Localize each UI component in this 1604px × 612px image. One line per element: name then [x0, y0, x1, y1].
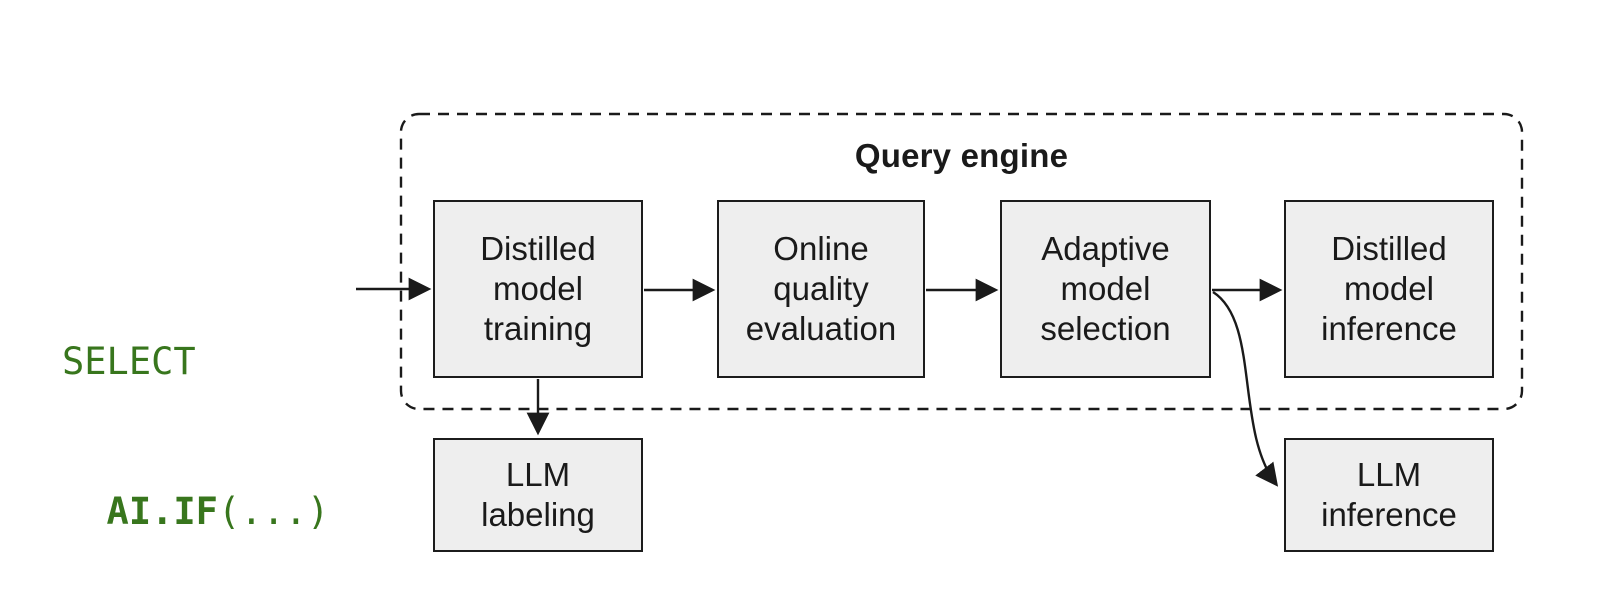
sql-function-call: AI.IF(...)	[62, 487, 330, 537]
node-distilled-model-training: Distilled model training	[433, 200, 643, 378]
sql-function-args: (...)	[217, 490, 330, 533]
node-distilled-model-inference: Distilled model inference	[1284, 200, 1494, 378]
sql-snippet: SELECT AI.IF(...)	[62, 237, 329, 612]
node-llm-inference: LLM inference	[1284, 438, 1494, 552]
arrow-selection-to-llm-inference	[1212, 290, 1279, 487]
query-engine-title: Query engine	[854, 137, 1069, 174]
node-online-quality-evaluation: Online quality evaluation	[717, 200, 925, 378]
node-adaptive-model-selection: Adaptive model selection	[1000, 200, 1211, 378]
sql-select-keyword: SELECT	[62, 340, 196, 383]
node-llm-labeling: LLM labeling	[433, 438, 643, 552]
sql-function-name: AI.IF	[106, 490, 218, 533]
